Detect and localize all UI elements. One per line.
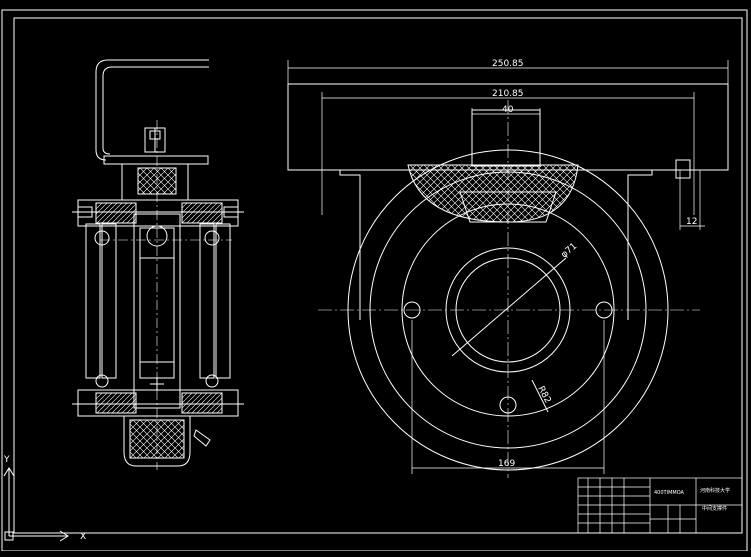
school-name: 河南科技大学: [700, 487, 730, 494]
dim-overall-width: 250.85: [492, 59, 524, 69]
command-line-strip[interactable]: [0, 551, 751, 557]
title-block-text: 400TIMMOA 河南科技大学 中间支撑件: [654, 487, 730, 512]
title-block[interactable]: [577, 477, 743, 534]
dim-inner-width: 210.85: [492, 89, 524, 99]
ucs-x-label: X: [80, 532, 86, 542]
drawing-name: 中间支撑件: [702, 505, 727, 512]
dimension-lines: [287, 60, 729, 474]
side-section-view: [72, 59, 244, 470]
dim-diameter-b: R82: [535, 385, 552, 405]
dim-bottom-width: 169: [498, 459, 515, 469]
dimension-labels: 250.85 210.85 40 12 169 φ71 R82: [492, 59, 697, 469]
ucs-icon: [3, 467, 69, 542]
dim-slot-width: 40: [502, 105, 514, 115]
dim-diameter-a: φ71: [560, 241, 580, 260]
front-view: [287, 83, 729, 478]
drawing-frame: [1, 9, 748, 552]
ucs-y-label: Y: [3, 455, 10, 465]
dim-small: 12: [686, 217, 697, 227]
part-code: 400TIMMOA: [654, 490, 685, 496]
